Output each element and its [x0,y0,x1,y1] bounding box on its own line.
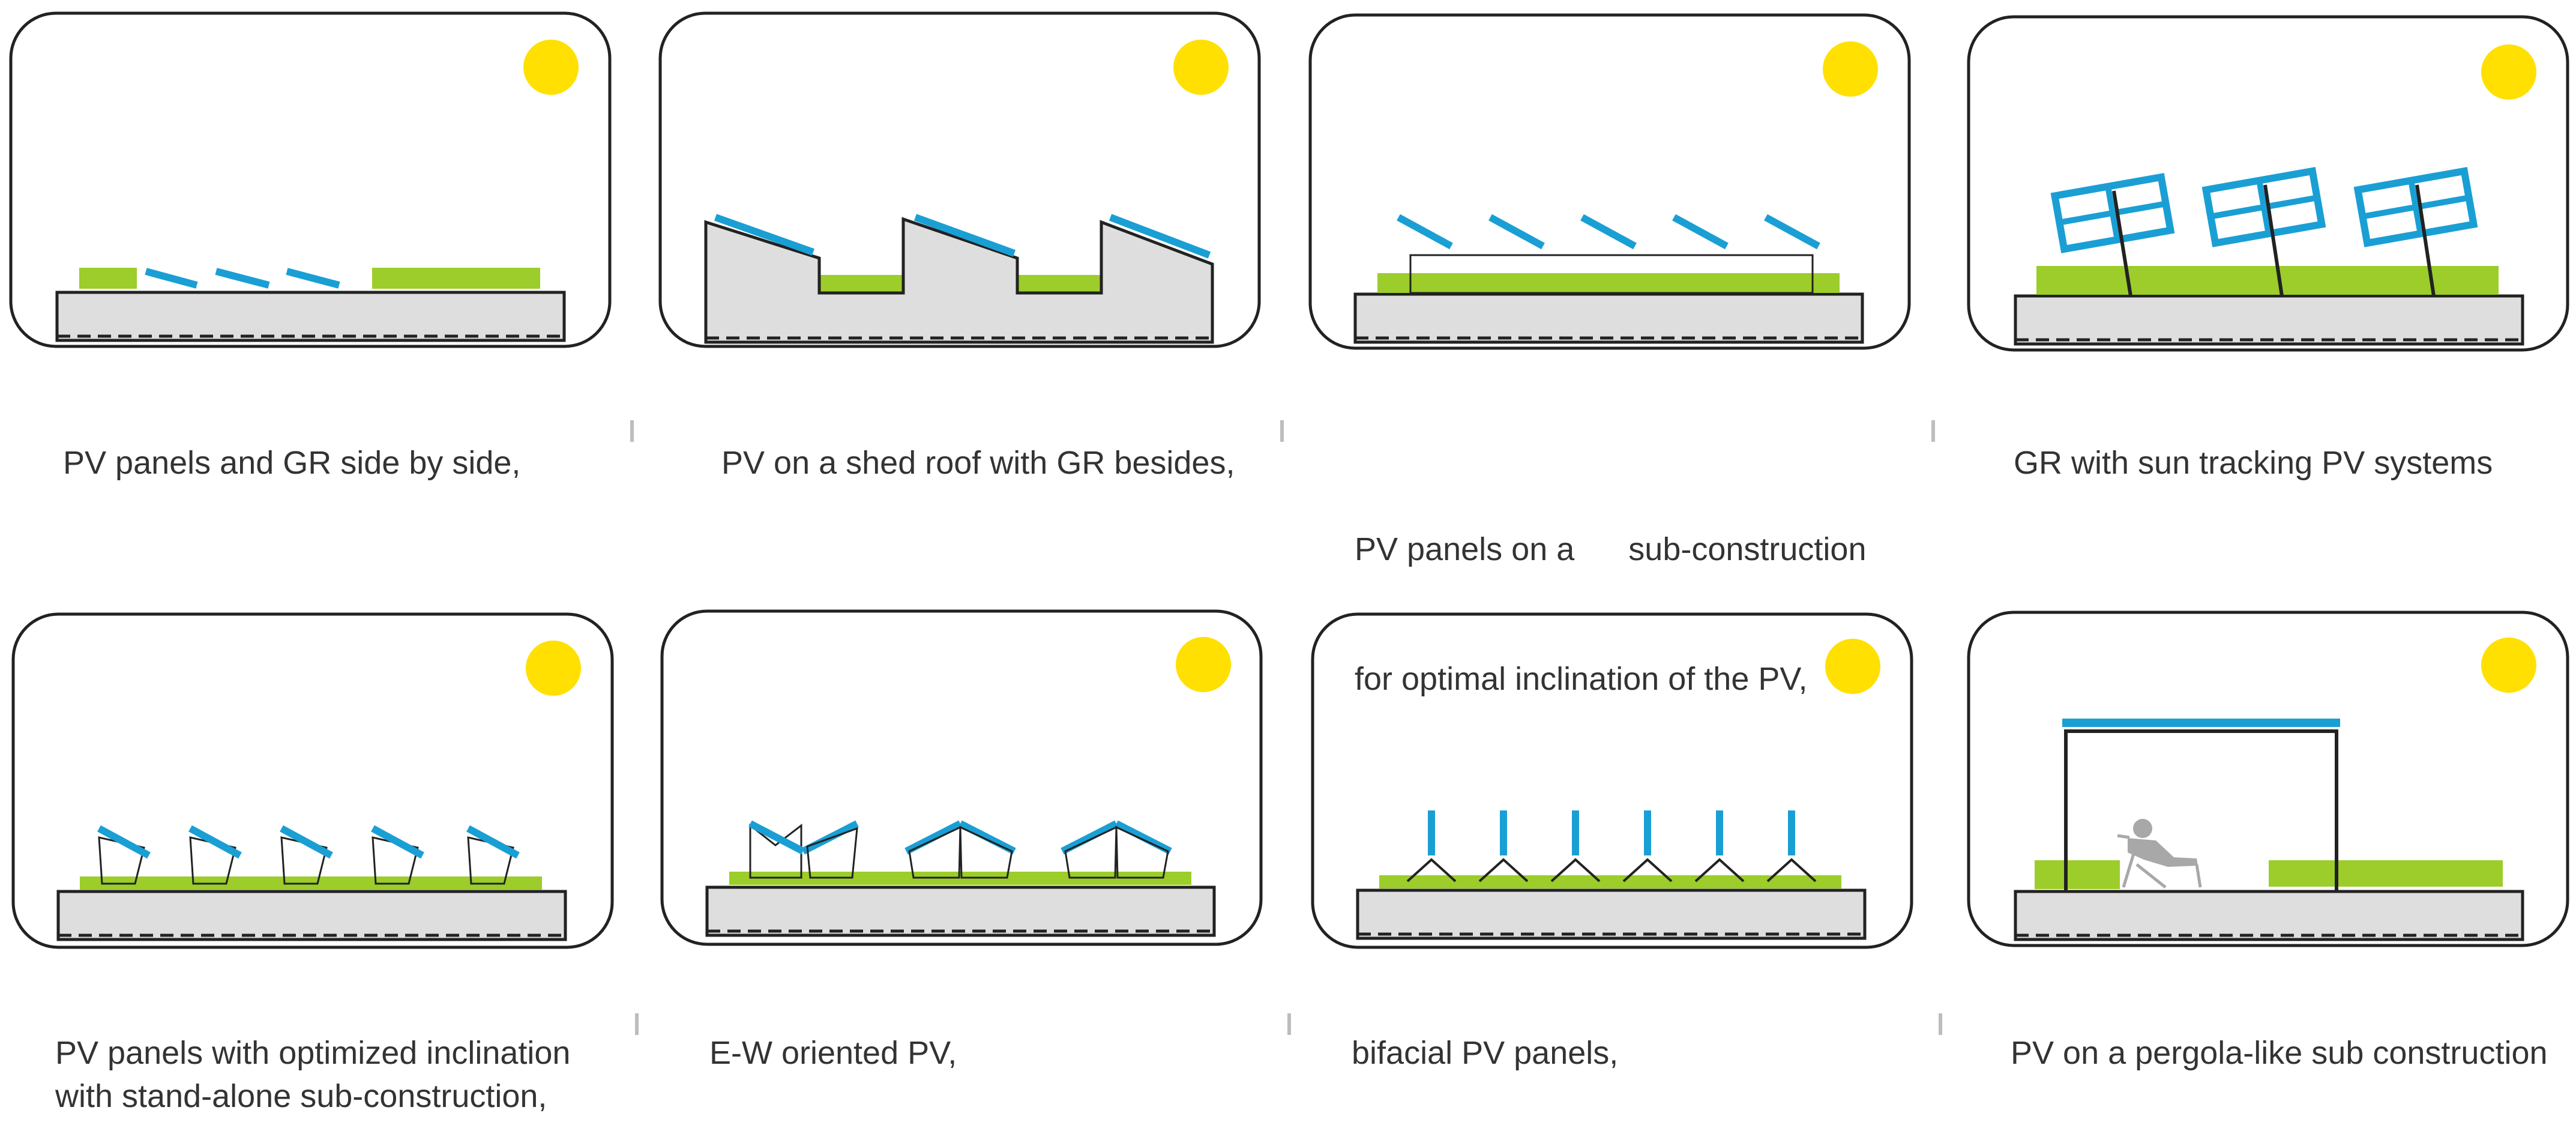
sun-icon [2481,638,2536,693]
green-roof [372,268,540,289]
panel-frame [660,609,1263,946]
caption-line: bifacial PV panels, [1352,1035,1619,1071]
sun-icon [2481,44,2536,100]
panel-ew-oriented [660,609,1263,946]
caption-sub-construction: PV panels on a sub-construction for opti… [1355,441,1866,744]
caption-separator [1280,420,1284,442]
ew-pv-pair [904,820,1016,879]
green-roof [2269,860,2503,887]
sun-icon [526,641,581,696]
panel-stand-alone [11,612,614,949]
pv-stand-unit [466,825,520,885]
bifacial-panel [1478,810,1529,882]
building [2014,890,2524,941]
bifacial-panel [1766,810,1817,882]
sun-tracker [2353,167,2478,247]
pv-stand-unit [97,825,151,885]
caption-sun-tracking: GR with sun tracking PV systems [2014,441,2493,484]
caption-pergola: PV on a pergola-like sub construction [2011,1031,2548,1075]
pv-stand-unit [280,825,333,885]
caption-stand-alone: PV panels with optimized inclination wit… [55,1031,570,1118]
sun-icon [1825,639,1880,694]
pv-panel [1109,214,1211,259]
pv-stand-unit [188,825,242,885]
caption-line: for optimal inclination of the PV, [1355,661,1808,697]
pv-panel [145,268,198,289]
panel-frame [11,612,614,949]
bifacial-panel [1694,810,1745,882]
panel-bifacial [1311,612,1913,949]
green-roof [2036,266,2499,295]
sun-tracker [2050,173,2175,253]
panel-shed-roof [658,11,1261,348]
green-roof [1017,275,1101,292]
green-roof [79,268,137,289]
panel-side-by-side [9,11,612,348]
building [2014,294,2524,346]
building-shed-roof [704,217,1214,344]
ew-pv-pair [748,820,859,879]
tracker-pole [2263,184,2284,297]
pv-stand-unit [371,825,424,885]
caption-line: GR with sun tracking PV systems [2014,445,2493,481]
caption-line: PV on a shed roof with GR besides, [721,445,1235,481]
caption-line: PV panels on a sub-construction [1355,531,1867,567]
sun-tracker [2201,167,2326,247]
pv-panel [1580,214,1637,250]
caption-bifacial: bifacial PV panels, [1352,1031,1618,1075]
pv-panel [1488,214,1545,250]
tracker-pole [2415,184,2436,297]
pv-panel [714,214,815,256]
green-roof [1379,875,1841,888]
building [55,291,566,342]
building [1353,292,1864,344]
pv-panel [1672,214,1729,250]
pergola-frame [2064,729,2338,891]
pv-panel [1397,214,1453,250]
caption-shed-roof: PV on a shed roof with GR besides, [721,441,1235,484]
bifacial-panel [1622,810,1673,882]
caption-line: PV on a pergola-like sub construction [2011,1035,2548,1071]
pv-panel [215,268,270,289]
sun-icon [1173,40,1229,95]
caption-line: with stand-alone sub-construction, [55,1078,547,1114]
caption-line: E-W oriented PV, [709,1035,957,1071]
pv-panel [286,268,340,289]
caption-line: PV panels with optimized inclination [55,1035,571,1071]
green-roof [819,275,903,292]
panel-pergola [1967,611,2569,947]
panel-frame [9,11,612,348]
panel-sub-construction [1308,13,1911,350]
green-roof [1377,273,1840,293]
caption-separator [635,1013,639,1035]
building [705,885,1216,937]
panel-frame [1308,13,1911,350]
caption-separator [1939,1013,1942,1035]
panel-sun-tracking [1967,15,2569,352]
caption-separator [1931,420,1935,442]
caption-separator [1287,1013,1291,1035]
sun-icon [1176,637,1231,692]
building [1356,888,1867,940]
ew-pv-pair [1061,820,1172,879]
green-roof [2035,860,2120,889]
sub-construction-frame [1409,254,1814,294]
panel-frame [1311,612,1913,949]
tracker-pole [2112,190,2132,297]
bifacial-panel [1550,810,1601,882]
bifacial-panel [1406,810,1457,882]
sun-icon [523,40,579,95]
building [56,890,567,941]
caption-line: PV panels and GR side by side, [63,445,521,481]
sun-icon [1823,41,1878,97]
caption-separator [630,420,634,442]
pv-panel [1764,214,1820,250]
green-roof [729,872,1191,885]
pv-panel [913,214,1016,257]
person-in-deckchair-icon [2117,819,2202,888]
caption-side-by-side: PV panels and GR side by side, [63,441,520,484]
caption-ew-oriented: E-W oriented PV, [709,1031,957,1075]
